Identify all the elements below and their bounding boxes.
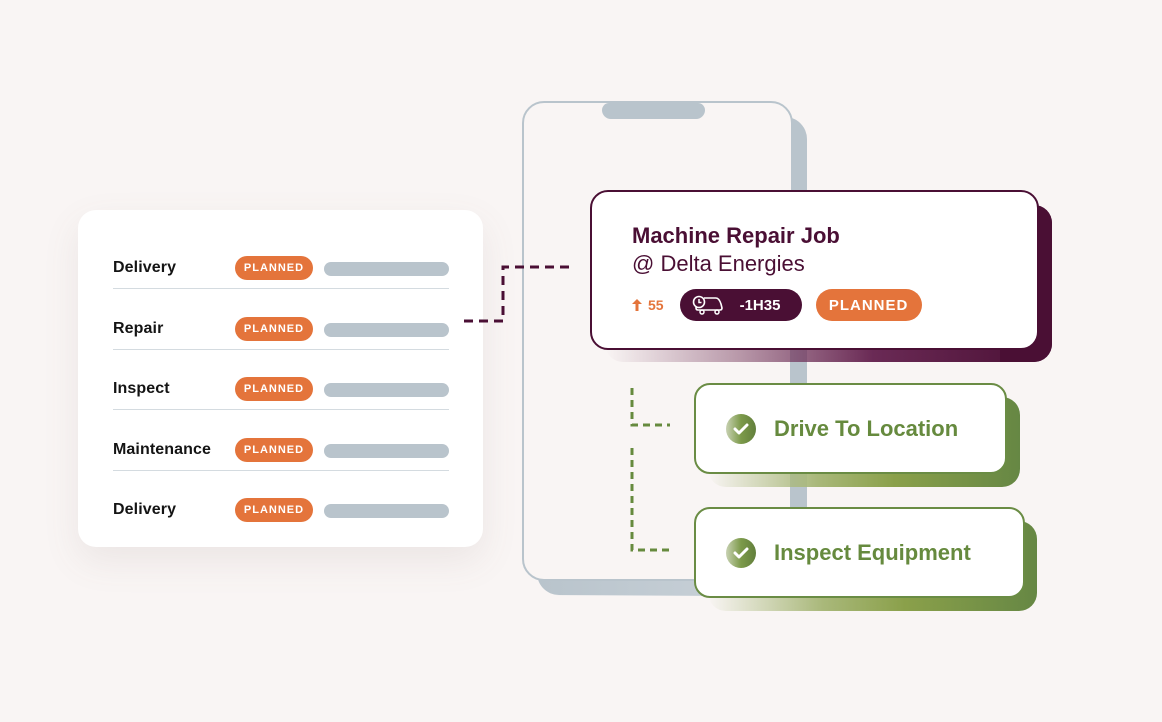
job-list-card: Delivery PLANNED Repair PLANNED Inspect …: [78, 210, 483, 547]
task-label: Inspect Equipment: [774, 539, 971, 565]
task-label: Drive To Location: [774, 415, 959, 441]
job-type-label: Repair: [113, 320, 164, 337]
status-badge: PLANNED: [235, 256, 313, 280]
placeholder-bar: [324, 504, 449, 518]
check-circle-icon: [726, 537, 756, 568]
status-badge: PLANNED: [235, 317, 313, 341]
clock-truck-icon: [692, 295, 723, 315]
job-list-row[interactable]: Maintenance PLANNED: [113, 410, 449, 471]
priority-indicator: 55: [632, 297, 664, 313]
job-list-row[interactable]: Repair PLANNED: [113, 289, 449, 350]
job-meta-row: 55 -1H35 PLANNED: [632, 289, 922, 321]
eta-value: -1H35: [739, 296, 781, 314]
job-title: Machine Repair Job: [632, 223, 840, 248]
placeholder-bar: [324, 383, 449, 397]
job-type-label: Delivery: [113, 259, 177, 276]
check-circle-icon: [726, 413, 756, 444]
job-customer: @ Delta Energies: [632, 251, 805, 276]
list-to-job-connector: [464, 265, 572, 323]
priority-value: 55: [648, 297, 664, 313]
task-connector-1: [630, 388, 670, 427]
task-connector-2: [630, 448, 670, 552]
job-detail-card[interactable]: Machine Repair Job @ Delta Energies 55 -…: [590, 190, 1039, 350]
status-badge: PLANNED: [235, 498, 313, 522]
arrow-up-icon: [632, 299, 642, 311]
job-list-row[interactable]: Delivery PLANNED: [113, 470, 449, 531]
eta-badge: -1H35: [679, 289, 802, 321]
job-type-label: Delivery: [113, 501, 177, 518]
task-card[interactable]: Drive To Location: [694, 383, 1007, 474]
placeholder-bar: [324, 444, 449, 458]
job-status-badge: PLANNED: [815, 289, 922, 321]
placeholder-bar: [324, 323, 449, 337]
job-type-label: Maintenance: [113, 441, 212, 458]
job-list-row[interactable]: Delivery PLANNED: [113, 228, 449, 289]
status-badge: PLANNED: [235, 438, 313, 462]
job-list-row[interactable]: Inspect PLANNED: [113, 349, 449, 410]
placeholder-bar: [324, 262, 449, 276]
status-badge: PLANNED: [235, 377, 313, 401]
job-type-label: Inspect: [113, 380, 170, 397]
phone-notch: [602, 103, 705, 119]
task-card[interactable]: Inspect Equipment: [694, 507, 1025, 598]
